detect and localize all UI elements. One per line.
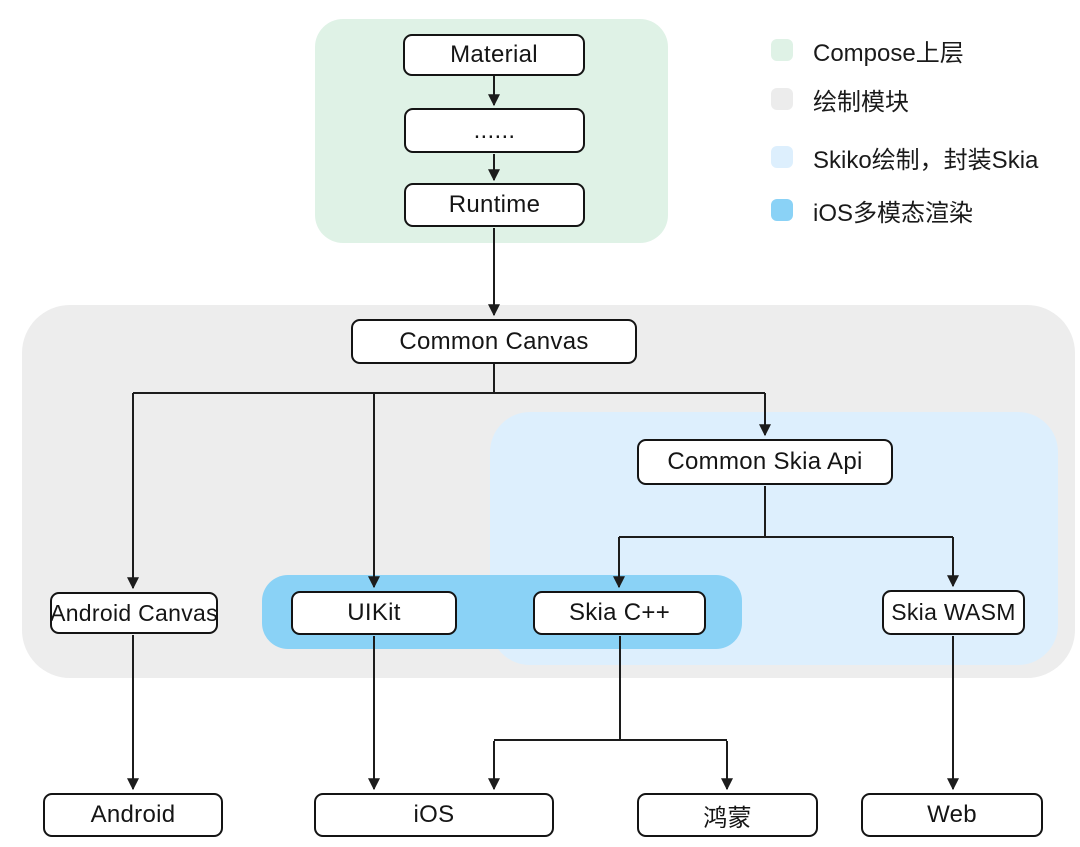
node-ios: iOS (314, 793, 554, 837)
node-android-canvas-label: Android Canvas (50, 599, 218, 626)
legend-item-skiko: Skiko绘制，封装Skia (771, 144, 1038, 174)
node-material-label: Material (450, 41, 538, 68)
node-harmony-label: 鸿蒙 (703, 804, 752, 832)
node-common-canvas-label: Common Canvas (399, 327, 589, 355)
legend-label-draw-module: 绘制模块 (813, 88, 909, 116)
node-skia-cpp: Skia C++ (533, 591, 706, 635)
legend-swatch-compose-upper (771, 39, 793, 61)
node-ios-label: iOS (413, 801, 455, 828)
node-android: Android (43, 793, 223, 837)
legend-label-skiko: Skiko绘制，封装Skia (813, 146, 1039, 174)
node-skia-wasm-label: Skia WASM (891, 599, 1016, 625)
legend-swatch-skiko (771, 146, 793, 168)
node-web-label: Web (927, 801, 977, 828)
node-ellipsis: ...... (404, 108, 585, 153)
node-skia-cpp-label: Skia C++ (568, 599, 671, 626)
node-uikit: UIKit (291, 591, 457, 635)
node-ellipsis-label: ...... (473, 116, 516, 144)
legend-swatch-draw-module (771, 88, 793, 110)
node-common-skia-api: Common Skia Api (637, 439, 893, 485)
node-runtime-label: Runtime (448, 191, 541, 218)
node-harmony: 鸿蒙 (637, 793, 818, 837)
node-common-canvas: Common Canvas (351, 319, 637, 364)
legend-item-compose-upper: Compose上层 (771, 37, 964, 67)
node-runtime: Runtime (404, 183, 585, 227)
node-material: Material (403, 34, 585, 76)
legend-label-compose-upper: Compose上层 (813, 39, 964, 67)
legend-item-ios-multimode: iOS多模态渲染 (771, 197, 973, 227)
legend-label-ios-multimode: iOS多模态渲染 (813, 199, 974, 227)
node-common-skia-api-label: Common Skia Api (667, 448, 863, 475)
node-android-canvas: Android Canvas (50, 592, 218, 634)
node-skia-wasm: Skia WASM (882, 590, 1025, 635)
legend-swatch-ios-multimode (771, 199, 793, 221)
node-uikit-label: UIKit (347, 599, 401, 626)
node-web: Web (861, 793, 1043, 837)
legend-item-draw-module: 绘制模块 (771, 86, 909, 116)
node-android-label: Android (90, 801, 176, 828)
